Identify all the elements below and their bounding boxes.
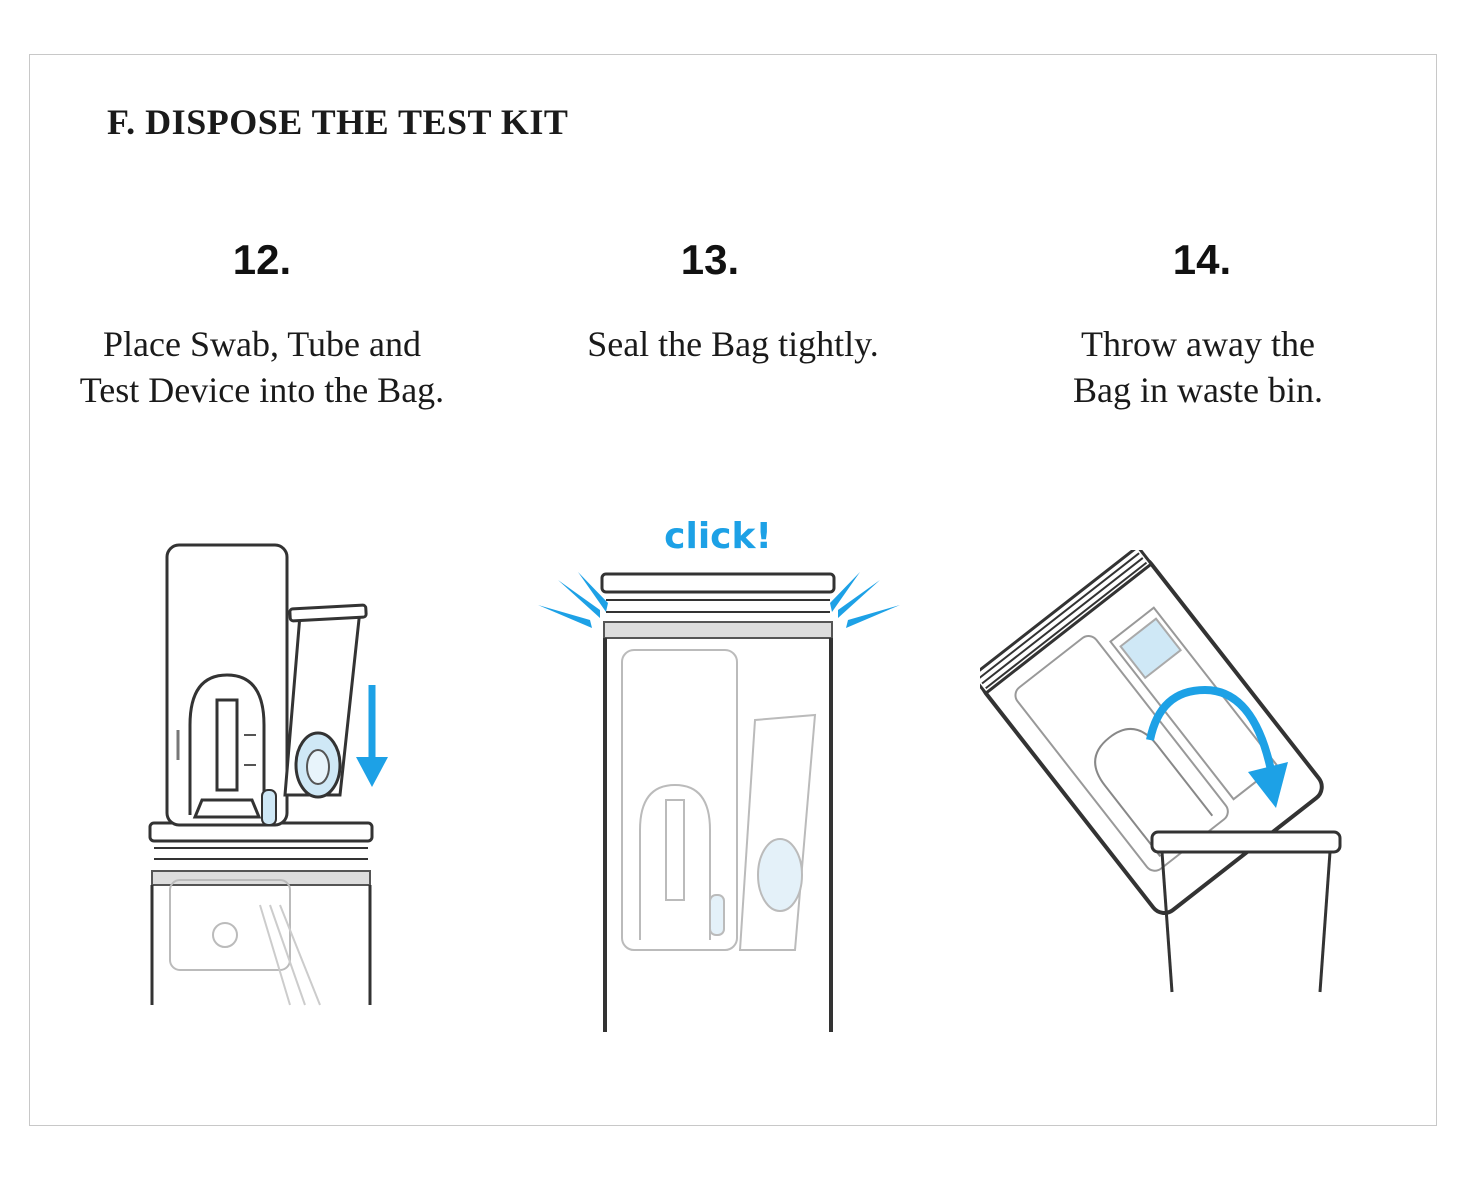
step-14-line-1: Throw away the [1081,324,1315,364]
step-13-line-1: Seal the Bag tightly. [587,324,879,364]
burst-left-icon [538,572,608,628]
waste-bin-icon [1150,830,1342,993]
seal-bag-illustration: click! [538,516,900,1032]
step-12-text: Place Swab, Tube and Test Device into th… [42,321,482,413]
step-13-number: 13. [680,236,740,283]
burst-right-icon [830,572,900,628]
step-13-text: Seal the Bag tightly. [513,321,953,367]
step-12-number: 12. [232,236,292,283]
place-items-in-bag-illustration [148,543,388,1006]
step-12-line-2: Test Device into the Bag. [79,370,445,410]
step-14-text: Throw away the Bag in waste bin. [978,321,1418,413]
step-14-line-2: Bag in waste bin. [1073,370,1323,410]
click-label: click! [664,516,772,557]
step-14-number: 14. [1172,236,1232,283]
section-title: F. DISPOSE THE TEST KIT [107,102,569,142]
step-12-line-1: Place Swab, Tube and [103,324,421,364]
throw-bag-in-bin-illustration [980,550,1342,993]
